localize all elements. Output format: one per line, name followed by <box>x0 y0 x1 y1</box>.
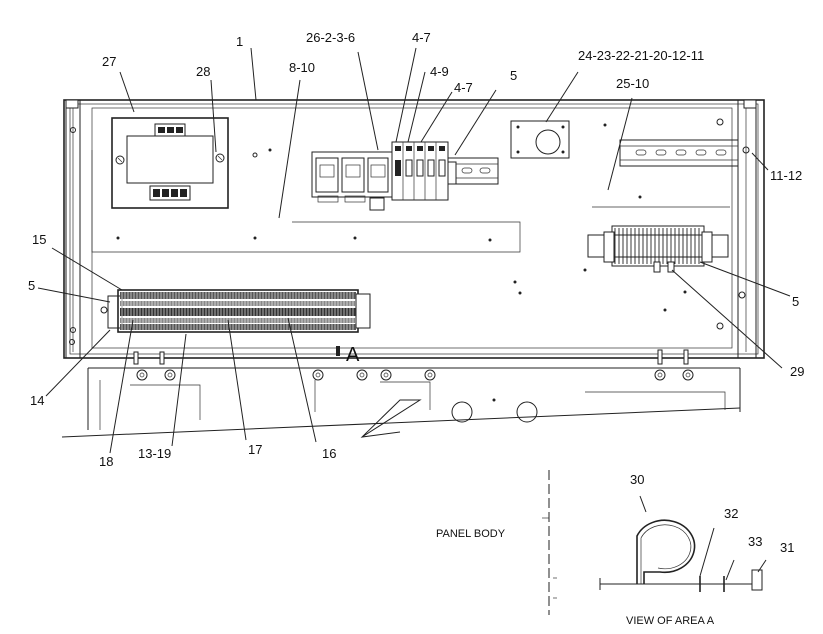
callout-labels: 27 28 1 8-10 26-2-3-6 4-7 4-9 4-7 5 24-2… <box>28 30 804 627</box>
cover-plate <box>510 120 570 159</box>
callout-16: 16 <box>322 446 336 461</box>
callout-15: 15 <box>32 232 46 247</box>
callout-25-10: 25-10 <box>616 76 649 91</box>
din-rail-long <box>592 139 739 208</box>
chassis-bolt <box>654 369 666 381</box>
chassis-bolt-center <box>315 372 321 378</box>
callout-5-right: 5 <box>792 294 799 309</box>
callout-30: 30 <box>630 472 644 487</box>
chassis-bolt <box>164 369 176 381</box>
relay-module-group <box>311 151 393 211</box>
view-of-area-a-label: VIEW OF AREA A <box>626 615 715 627</box>
callout-5-top: 5 <box>510 68 517 83</box>
terminal-block-right <box>587 225 729 273</box>
callout-31: 31 <box>780 540 794 555</box>
callout-24-23-22-21-20-12-11: 24-23-22-21-20-12-11 <box>578 48 704 63</box>
callout-28: 28 <box>196 64 210 79</box>
callout-14: 14 <box>30 393 44 408</box>
chassis-bolt <box>136 369 148 381</box>
callout-13-19: 13-19 <box>138 446 171 461</box>
callout-18: 18 <box>99 454 113 469</box>
callout-4-7-b: 4-7 <box>454 80 473 95</box>
callout-27: 27 <box>102 54 116 69</box>
callout-1: 1 <box>236 34 243 49</box>
mounting-sub-plate <box>91 123 687 312</box>
callout-5-left: 5 <box>28 278 35 293</box>
chassis-bolt <box>312 369 324 381</box>
chassis-bolt-center <box>657 372 663 378</box>
chassis-bolt <box>424 369 436 381</box>
circuit-breaker-group <box>391 141 449 201</box>
chassis-bolt-center <box>427 372 433 378</box>
callout-8-10: 8-10 <box>289 60 315 75</box>
chassis-bolt-center <box>383 372 389 378</box>
enclosure <box>63 99 765 359</box>
callout-11-12: 11-12 <box>770 168 802 183</box>
detail-view-area-a <box>542 470 767 615</box>
terminal-strip-main <box>107 289 371 333</box>
din-rail-short <box>447 157 499 185</box>
chassis-bolt-center <box>685 372 691 378</box>
callout-4-9: 4-9 <box>430 64 449 79</box>
callout-33: 33 <box>748 534 762 549</box>
chassis-bolt-center <box>167 372 173 378</box>
chassis-bolt <box>356 369 368 381</box>
leader-lines <box>37 47 791 454</box>
callout-29: 29 <box>790 364 804 379</box>
chassis-bolt-center <box>139 372 145 378</box>
callout-17: 17 <box>248 442 262 457</box>
callout-32: 32 <box>724 506 738 521</box>
chassis-bolt <box>380 369 392 381</box>
callout-4-7-a: 4-7 <box>412 30 431 45</box>
panel-body-label: PANEL BODY <box>436 528 506 540</box>
lower-chassis <box>61 346 741 438</box>
callout-26-2-3-6: 26-2-3-6 <box>306 30 355 45</box>
chassis-bolt <box>682 369 694 381</box>
power-supply-unit <box>111 117 229 209</box>
chassis-bolt-center <box>359 372 365 378</box>
callout-area-a: A <box>346 344 360 366</box>
